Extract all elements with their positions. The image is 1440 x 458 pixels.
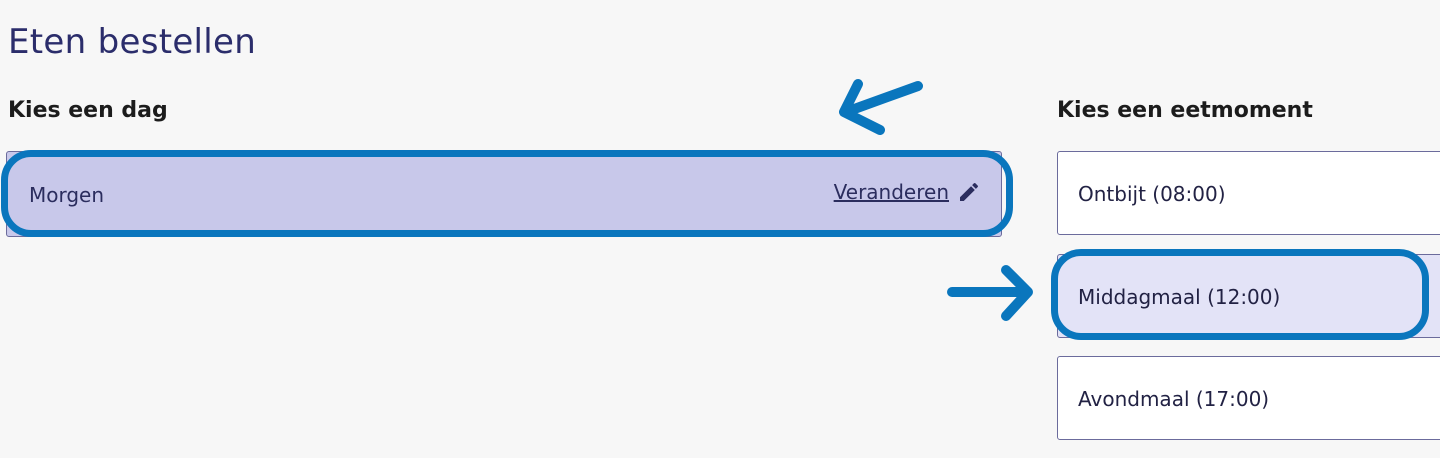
- meal-option-lunch[interactable]: Middagmaal (12:00): [1057, 254, 1440, 338]
- day-section-heading: Kies een dag: [8, 98, 168, 123]
- change-day-link[interactable]: Veranderen: [834, 179, 981, 205]
- meal-option-label: Avondmaal (17:00): [1078, 387, 1270, 411]
- page-title: Eten bestellen: [8, 22, 257, 62]
- meal-option-label: Ontbijt (08:00): [1078, 182, 1226, 206]
- moment-section-heading: Kies een eetmoment: [1057, 98, 1313, 123]
- arrow-to-lunch-option: [947, 265, 1033, 321]
- change-day-label[interactable]: Veranderen: [833, 180, 949, 204]
- meal-option-breakfast[interactable]: Ontbijt (08:00): [1057, 151, 1440, 235]
- meal-option-dinner[interactable]: Avondmaal (17:00): [1057, 356, 1440, 440]
- arrow-to-day-selection: [839, 79, 923, 135]
- selected-day-value: Morgen: [29, 183, 105, 207]
- selected-day-box[interactable]: Morgen Veranderen: [6, 151, 1002, 237]
- meal-option-label: Middagmaal (12:00): [1078, 285, 1281, 309]
- pencil-icon[interactable]: [957, 180, 981, 204]
